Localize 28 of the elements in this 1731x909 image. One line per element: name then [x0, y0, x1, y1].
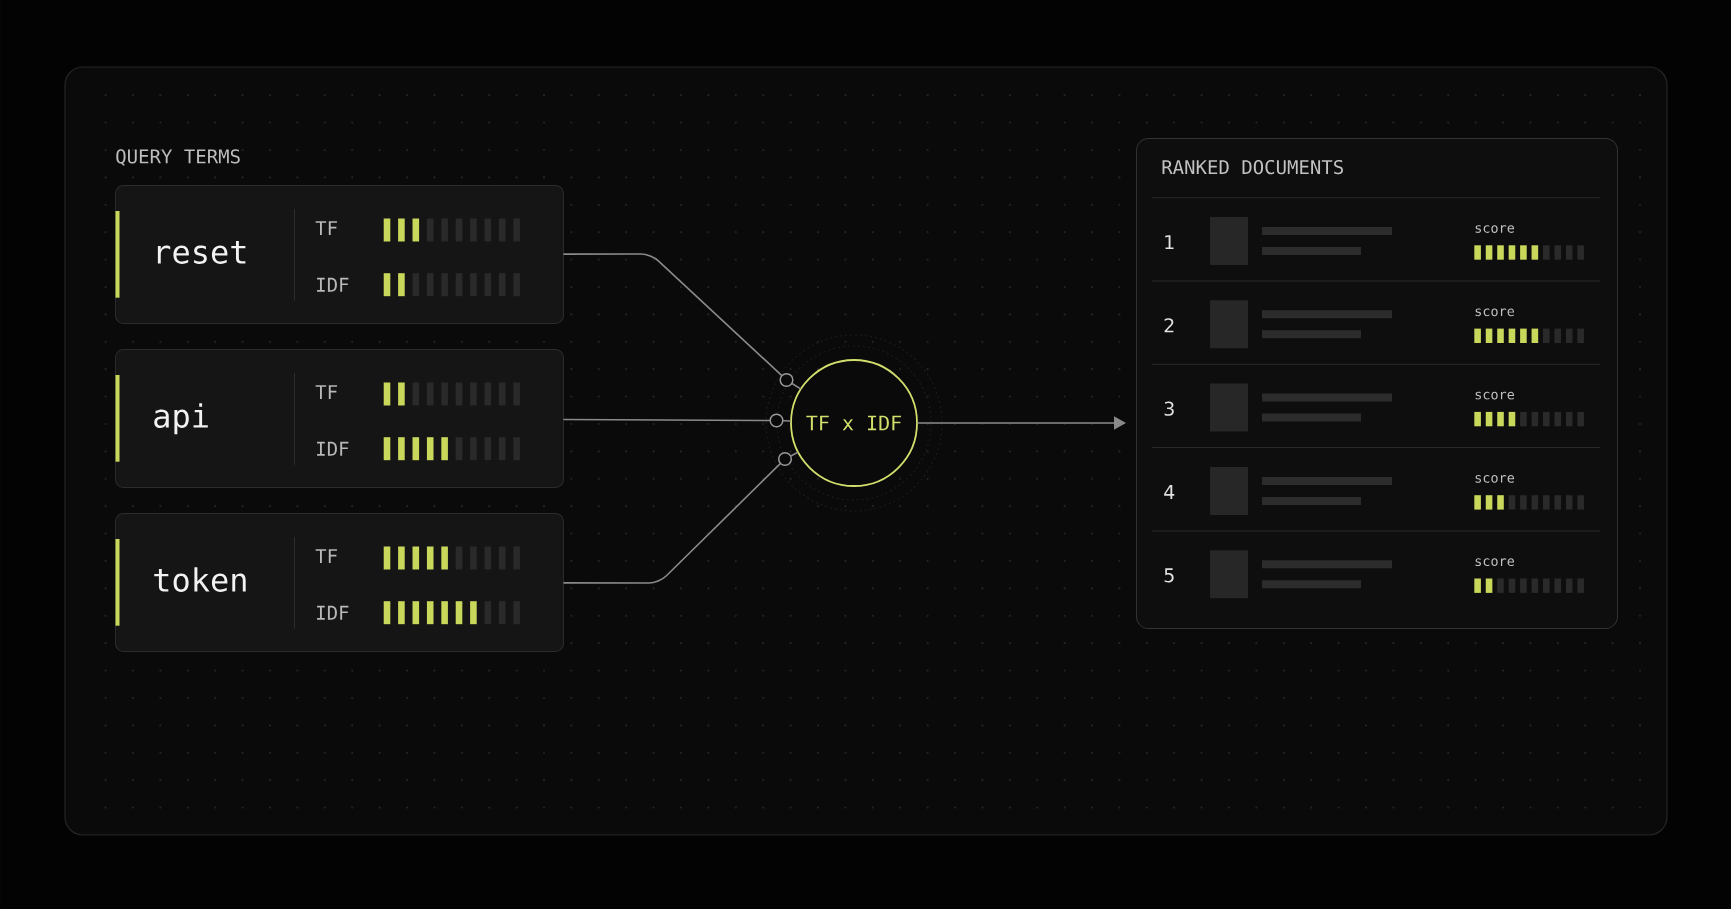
- term-label: api: [154, 403, 208, 435]
- score-label: score: [1475, 225, 1515, 233]
- score-label: score: [1475, 558, 1515, 567]
- connector: [790, 451, 799, 457]
- term-label: token: [154, 567, 246, 592]
- score-label: score: [1475, 308, 1515, 317]
- connector: [917, 416, 1126, 430]
- metric-label: TF: [315, 385, 337, 399]
- rank-number: 4: [1164, 485, 1175, 499]
- panel-heading: RANKED DOCUMENTS: [1162, 159, 1343, 175]
- metric-label: IDF: [317, 605, 349, 620]
- connector: [563, 253, 783, 376]
- metric-label: IDF: [317, 441, 349, 456]
- term-label: reset: [157, 241, 246, 264]
- rank-number: 1: [1165, 235, 1174, 249]
- score-label: score: [1475, 391, 1515, 400]
- metric-label: TF: [315, 221, 337, 235]
- metric-label: IDF: [317, 277, 349, 292]
- rank-number: 5: [1164, 568, 1174, 583]
- connector: [782, 419, 791, 422]
- rank-number: 3: [1164, 401, 1174, 416]
- rank-number: 2: [1164, 318, 1174, 333]
- metric-label: TF: [315, 549, 337, 563]
- connector: [791, 382, 801, 390]
- section-label: QUERY TERMS: [116, 149, 240, 166]
- score-label: score: [1475, 475, 1515, 483]
- connector: [563, 418, 771, 422]
- connector: [563, 463, 781, 584]
